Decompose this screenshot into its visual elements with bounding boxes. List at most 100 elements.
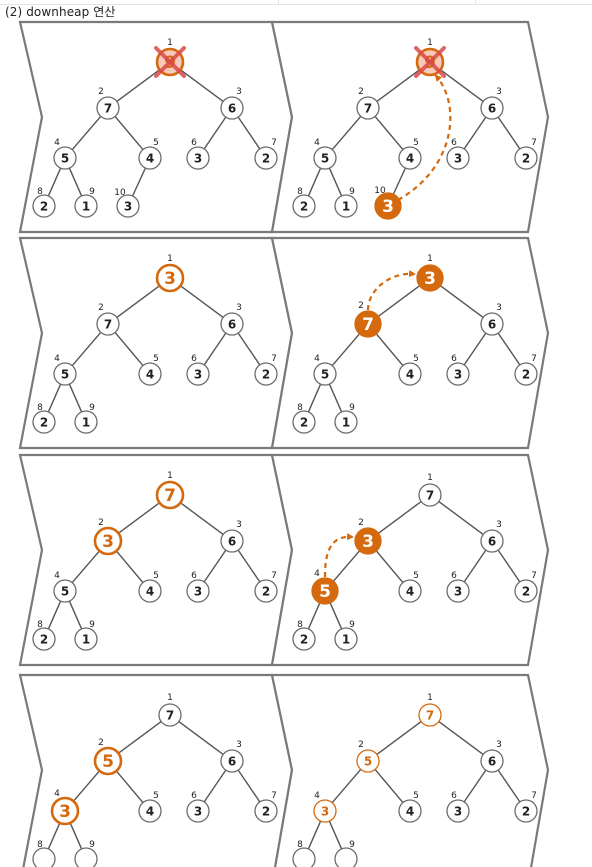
node-index-label: 1 [167, 693, 173, 703]
node-index-label: 7 [271, 571, 277, 581]
tree-edge [237, 332, 261, 366]
node-circle [313, 362, 337, 386]
tree-edge [116, 720, 162, 756]
heap-node: 27 [514, 791, 538, 823]
node-value: 5 [61, 152, 69, 166]
node-value: 6 [488, 755, 496, 769]
node-value: 7 [104, 102, 112, 116]
node-circle [514, 799, 538, 823]
node-circle [418, 703, 442, 727]
node-circle [313, 146, 337, 170]
tree-edge [203, 332, 227, 366]
node-index-label: 1 [167, 254, 173, 264]
tree-edge [331, 768, 362, 804]
node-circle [53, 579, 77, 603]
node-index-label: 3 [496, 87, 502, 97]
node-circle [138, 146, 162, 170]
tree-edge [237, 116, 261, 150]
node-circle [334, 847, 358, 867]
node-circle [53, 146, 77, 170]
node-index-label: 8 [297, 403, 303, 413]
node-value: 5 [364, 755, 372, 769]
node-index-label: 10 [114, 188, 126, 198]
node-value: 2 [40, 200, 48, 214]
node-circle [32, 847, 56, 867]
heap-node: 19 [334, 187, 358, 218]
tree-edge [307, 600, 322, 630]
node-index-label: 1 [167, 471, 173, 481]
node-circle [292, 627, 316, 651]
node-circle [138, 799, 162, 823]
tree-edge [497, 769, 521, 803]
heap-node: 36 [446, 791, 470, 823]
tree-edge [116, 283, 162, 319]
heap-node: 19 [334, 403, 358, 434]
node-value: 3 [454, 805, 462, 819]
node-index-label: 6 [191, 138, 197, 148]
node-index-label: 7 [531, 791, 537, 801]
node-value: 1 [82, 416, 90, 430]
tree-edge [463, 549, 487, 583]
node-index-label: 2 [358, 87, 364, 97]
node-circle [186, 362, 210, 386]
section-heading: (2) downheap 연산 [5, 5, 116, 19]
panel-frame [270, 236, 550, 450]
node-index-label: 3 [236, 87, 242, 97]
node-index-label: 5 [153, 791, 159, 801]
node-index-label: 2 [98, 738, 104, 748]
panel-frame [270, 453, 550, 667]
node-circle [313, 799, 337, 823]
node-circle [254, 579, 278, 603]
heap-node: 28 [292, 187, 316, 218]
node-value: 2 [522, 368, 530, 382]
tree-edge [114, 548, 144, 584]
node-index-label: 6 [451, 354, 457, 364]
heap-node: 19 [334, 620, 358, 651]
tree-edge [438, 500, 484, 536]
node-value: 6 [488, 535, 496, 549]
heap-node: 63 [220, 520, 244, 553]
node-index-label: 9 [89, 840, 95, 850]
node-circle [138, 362, 162, 386]
tree-edge [114, 768, 144, 804]
node-index-label: 1 [167, 38, 173, 48]
node-value: 2 [262, 152, 270, 166]
node-circle [480, 529, 504, 553]
move-arrow [366, 270, 416, 311]
node-index-label: 2 [358, 740, 364, 750]
node-value: 1 [82, 633, 90, 647]
heap-node: 27 [514, 571, 538, 603]
heap-node: 27 [514, 354, 538, 386]
tree-edge [374, 331, 404, 367]
tree-edge [237, 769, 261, 803]
node-index-label: 8 [37, 403, 43, 413]
heap-node: 54 [311, 569, 339, 605]
node-value: 4 [146, 152, 154, 166]
heap-node: 63 [480, 303, 504, 336]
node-index-label: 9 [89, 403, 95, 413]
tree-edge [178, 67, 224, 103]
tree-edge [307, 820, 322, 850]
node-value: 2 [522, 585, 530, 599]
node-index-label: 9 [349, 403, 355, 413]
node-index-label: 3 [496, 740, 502, 750]
node-index-label: 1 [427, 38, 433, 48]
heap-node: 63 [480, 520, 504, 553]
heap-node: 34 [313, 791, 337, 823]
node-value: 4 [146, 368, 154, 382]
tree-edge [331, 115, 362, 151]
heap-node: 27 [254, 354, 278, 386]
heap-node: 19 [74, 187, 98, 218]
tree-edge [463, 332, 487, 366]
node-index-label: 8 [297, 840, 303, 850]
node-value: 3 [102, 532, 114, 552]
tree-edge [374, 768, 404, 804]
node-value: 7 [362, 315, 374, 335]
heap-node: 63 [220, 740, 244, 773]
tree-edge [68, 167, 83, 197]
node-circle [220, 96, 244, 120]
node-circle [480, 96, 504, 120]
node-circle [292, 847, 316, 867]
heap-node: 310 [114, 188, 140, 218]
